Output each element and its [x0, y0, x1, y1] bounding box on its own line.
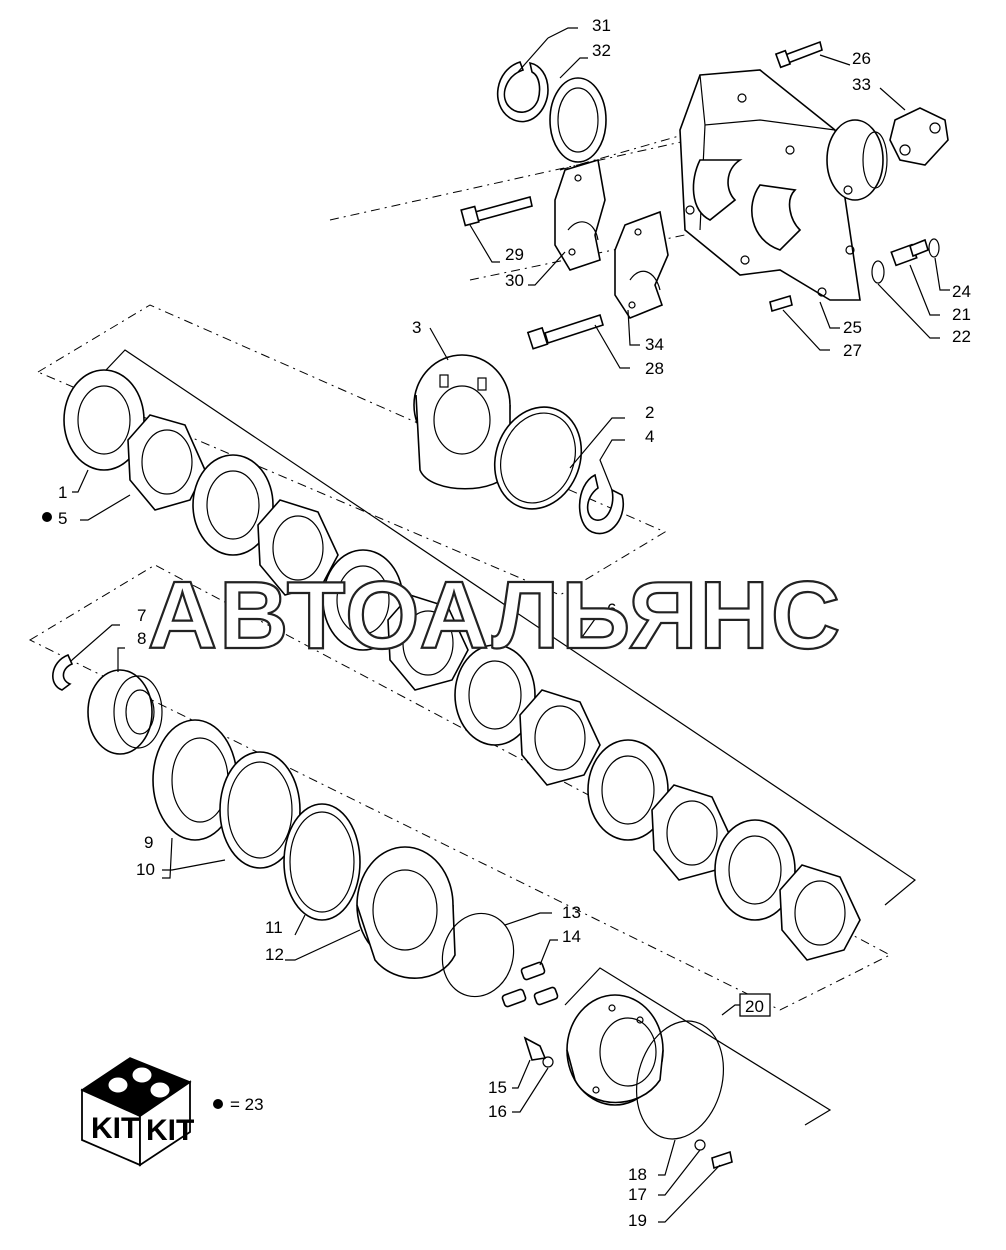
callout-2: 2 [645, 403, 654, 422]
callout-12: 12 [265, 945, 284, 964]
callout-33: 33 [852, 75, 871, 94]
ring-11 [283, 803, 361, 921]
callout-14: 14 [562, 927, 581, 946]
callout-6: 6 [607, 600, 616, 619]
callout-5: 5 [58, 509, 67, 528]
bearing-cap-30 [554, 158, 606, 271]
cover-group-frame [564, 967, 832, 1126]
callout-1: 1 [58, 483, 67, 502]
bearing-cap-34 [614, 210, 669, 319]
cover-assembly-20 [566, 994, 664, 1106]
callout-11: 11 [265, 918, 283, 937]
callout-7: 7 [137, 606, 146, 625]
callout-15: 15 [488, 1078, 507, 1097]
o-ring-13 [441, 912, 515, 998]
callout-20: 20 [745, 997, 764, 1016]
callout-26: 26 [852, 49, 871, 68]
leader-lines [71, 27, 950, 1223]
o-ring-22 [871, 260, 885, 284]
snap-ring-31 [496, 61, 549, 123]
callout-25: 25 [843, 318, 862, 337]
circlip-4 [578, 473, 625, 535]
bolt-26 [774, 40, 823, 69]
screw-19 [711, 1150, 733, 1170]
housing-axis-line [329, 129, 781, 281]
cylinder-12 [356, 846, 456, 979]
kit-box-icon: KIT KIT [80, 1057, 194, 1167]
bolt-28 [526, 313, 604, 350]
callout-20-box [739, 993, 771, 1017]
washer-16 [542, 1056, 554, 1068]
kit-bullet-legend [213, 1099, 223, 1109]
sensor-21 [890, 238, 929, 267]
kit-label-right: KIT [146, 1114, 194, 1147]
differential-housing [679, 69, 888, 301]
kit-label-left: KIT [91, 1112, 139, 1145]
callout-22: 22 [952, 327, 971, 346]
splined-gear-8 [87, 669, 163, 755]
shim-32 [549, 77, 607, 163]
callout-10: 10 [136, 860, 155, 879]
callout-9: 9 [144, 833, 153, 852]
washer-17 [694, 1139, 706, 1151]
kit-bullet-6 [640, 604, 650, 614]
callout-30: 30 [505, 271, 524, 290]
callout-8: 8 [137, 629, 146, 648]
callout-18: 18 [628, 1165, 647, 1184]
callout-16: 16 [488, 1102, 507, 1121]
piston-9 [152, 719, 238, 841]
watermark-text: АВТОАЛЬЯНС [148, 562, 842, 669]
callout-4: 4 [645, 427, 654, 446]
bolt-15 [523, 1036, 547, 1061]
kit-legend: = 23 [230, 1095, 264, 1114]
kit-bullet-5 [42, 512, 52, 522]
callout-28: 28 [645, 359, 664, 378]
callout-34: 34 [645, 335, 664, 354]
callout-21: 21 [952, 305, 971, 324]
clutch-drum-3 [413, 354, 511, 490]
lower-dashed-envelope [28, 564, 892, 1011]
bolt-29 [460, 196, 533, 227]
springs-14 [501, 961, 559, 1008]
callout-17: 17 [628, 1185, 647, 1204]
callout-13: 13 [562, 903, 581, 922]
callout-29: 29 [505, 245, 524, 264]
thrust-washer-10 [219, 751, 301, 869]
flange-yoke [889, 107, 949, 166]
callout-19: 19 [628, 1211, 647, 1230]
callout-24: 24 [952, 282, 971, 301]
pin-27 [769, 294, 793, 313]
callout-3: 3 [412, 318, 421, 337]
snap-ring-7 [52, 653, 74, 691]
o-ring-24 [928, 238, 940, 258]
callout-32: 32 [592, 41, 611, 60]
callout-27: 27 [843, 341, 862, 360]
seal-ring-18 [635, 1020, 725, 1140]
callout-31: 31 [592, 16, 611, 35]
upper-dashed-envelope [36, 304, 667, 596]
friction-disc-stack [63, 369, 861, 961]
snap-ring-2 [493, 406, 583, 510]
